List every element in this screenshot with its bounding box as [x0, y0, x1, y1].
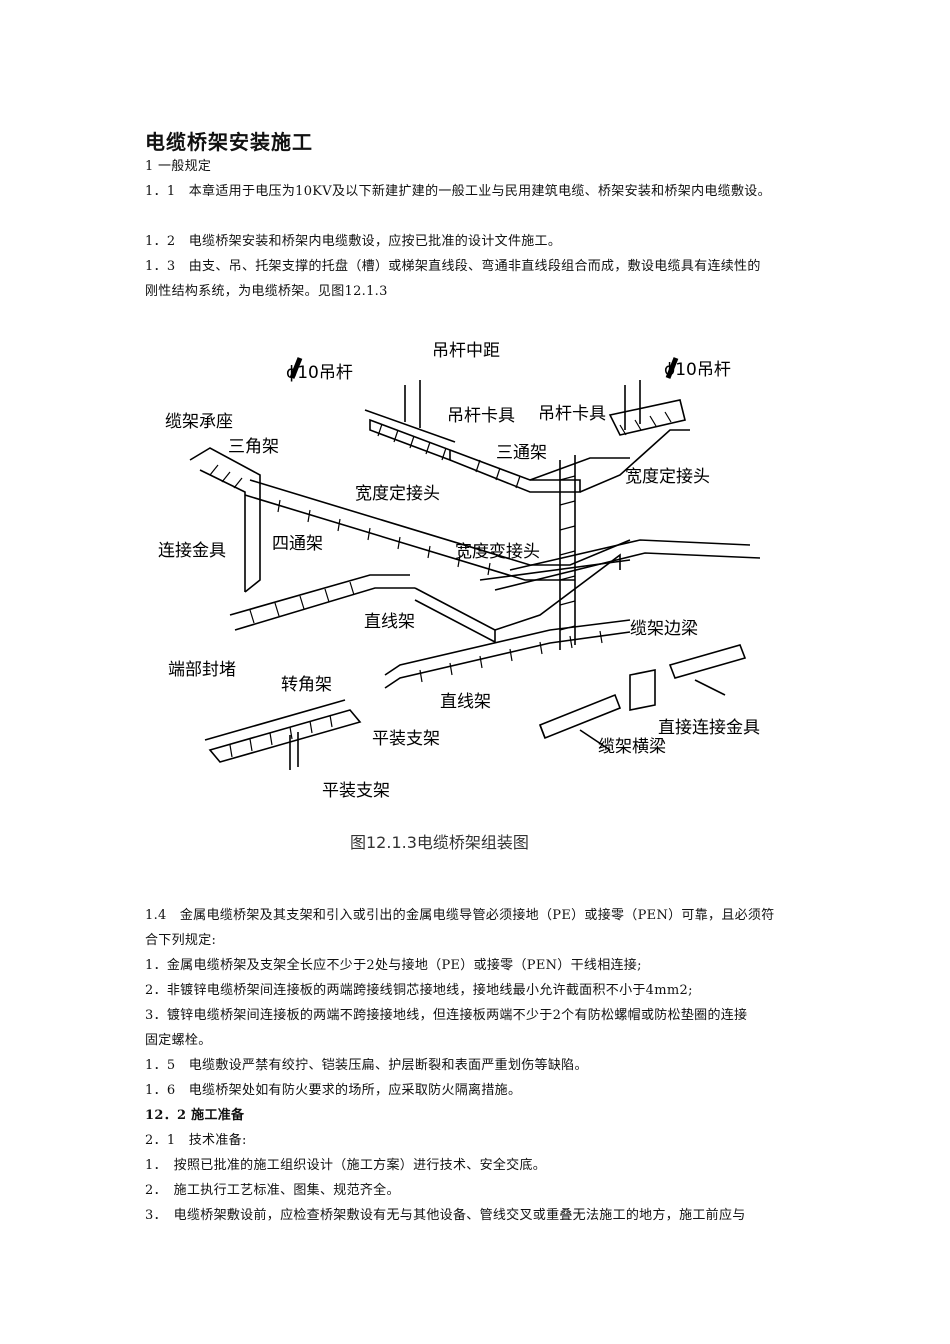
paragraph-1-2: 1．2 电缆桥架安装和桥架内电缆敷设，应按已批准的设计文件施工。 — [145, 234, 562, 249]
paragraph-1-1: 1．1 本章适用于电压为10KV及以下新建扩建的一般工业与民用建筑电缆、桥架安装… — [145, 184, 771, 199]
label-straight-2: 直线架 — [440, 692, 491, 712]
diameter-symbols — [289, 357, 679, 379]
tray-drawing — [189, 380, 761, 770]
list-item-2: 2．非镀锌电缆桥架间连接板的两端跨接线铜芯接地线，接地线最小允许截面积不小于4m… — [145, 983, 693, 998]
section-heading-2: 12．2 施工准备 — [145, 1108, 245, 1123]
label-tee-frame: 三通架 — [496, 443, 547, 463]
paragraph-1-5: 1．5 电缆敷设严禁有绞拧、铠装压扁、护层断裂和表面严重划伤等缺陷。 — [145, 1058, 588, 1073]
paragraph-2-1: 2．1 技术准备: — [145, 1133, 247, 1148]
page-title: 电缆桥架安装施工 — [145, 130, 313, 154]
label-rod-clamp-2: 吊杆卡具 — [538, 404, 606, 424]
list-item-3: 3．镀锌电缆桥架间连接板的两端不跨接接地线，但连接板两端不少于2个有防松螺帽或防… — [145, 1008, 748, 1023]
label-edge-beam: 缆架边梁 — [630, 619, 698, 639]
list-item-3-cont: 固定螺栓。 — [145, 1033, 212, 1048]
label-end-cap: 端部封堵 — [168, 660, 236, 680]
paragraph-1-6: 1．6 电缆桥架处如有防火要求的场所，应采取防火隔离措施。 — [145, 1083, 522, 1098]
label-cross-beam: 缆架横梁 — [598, 737, 666, 757]
label-tray-seat: 缆架承座 — [165, 412, 233, 432]
paragraph-1-3-cont: 刚性结构系统，为电缆桥架。见图12.1.3 — [145, 284, 388, 299]
list-item-1: 1．金属电缆桥架及支架全长应不少于2处与接地（PE）或接零（PEN）干线相连接; — [145, 958, 642, 973]
paragraph-1-4-cont: 合下列规定: — [145, 933, 217, 948]
label-cross-frame: 四通架 — [272, 534, 323, 554]
label-width-joint-2: 宽度定接头 — [625, 467, 710, 487]
step-1: 1． 按照已批准的施工组织设计（施工方案）进行技术、安全交底。 — [145, 1158, 547, 1173]
label-straight-connector: 直接连接金具 — [658, 718, 760, 738]
label-straight-1: 直线架 — [364, 612, 415, 632]
label-triangle-frame: 三角架 — [228, 437, 279, 457]
section-heading: 1 一般规定 — [145, 159, 212, 174]
label-rod-right: ϕ10吊杆 — [664, 360, 731, 380]
step-3: 3． 电缆桥架敷设前，应检查桥架敷设有无与其他设备、管线交叉或重叠无法施工的地方… — [145, 1208, 746, 1223]
label-rod-left: ϕ10吊杆 — [286, 363, 353, 383]
label-width-reducer: 宽度变接头 — [455, 542, 540, 562]
paragraph-1-3: 1．3 由支、吊、托架支撑的托盘（槽）或梯架直线段、弯通非直线段组合而成，敷设电… — [145, 259, 761, 274]
paragraph-1-4: 1.4 金属电缆桥架及其支架和引入或引出的金属电缆导管必须接地（PE）或接零（P… — [145, 908, 775, 923]
label-flat-support-2: 平装支架 — [322, 781, 390, 801]
label-rod-clamp-1: 吊杆卡具 — [447, 406, 515, 426]
figure-caption: 图12.1.3电缆桥架组装图 — [350, 833, 529, 852]
label-width-joint-1: 宽度定接头 — [355, 484, 440, 504]
label-connector: 连接金具 — [158, 541, 226, 561]
step-2: 2． 施工执行工艺标准、图集、规范齐全。 — [145, 1183, 400, 1198]
label-corner-frame: 转角架 — [281, 675, 332, 695]
cable-tray-assembly-figure: 吊杆中距 ϕ10吊杆 ϕ10吊杆 缆架承座 三角架 吊杆卡具 吊杆卡具 三通架 … — [150, 330, 810, 860]
label-rod-spacing: 吊杆中距 — [432, 341, 500, 361]
label-flat-support-1: 平装支架 — [372, 729, 440, 749]
